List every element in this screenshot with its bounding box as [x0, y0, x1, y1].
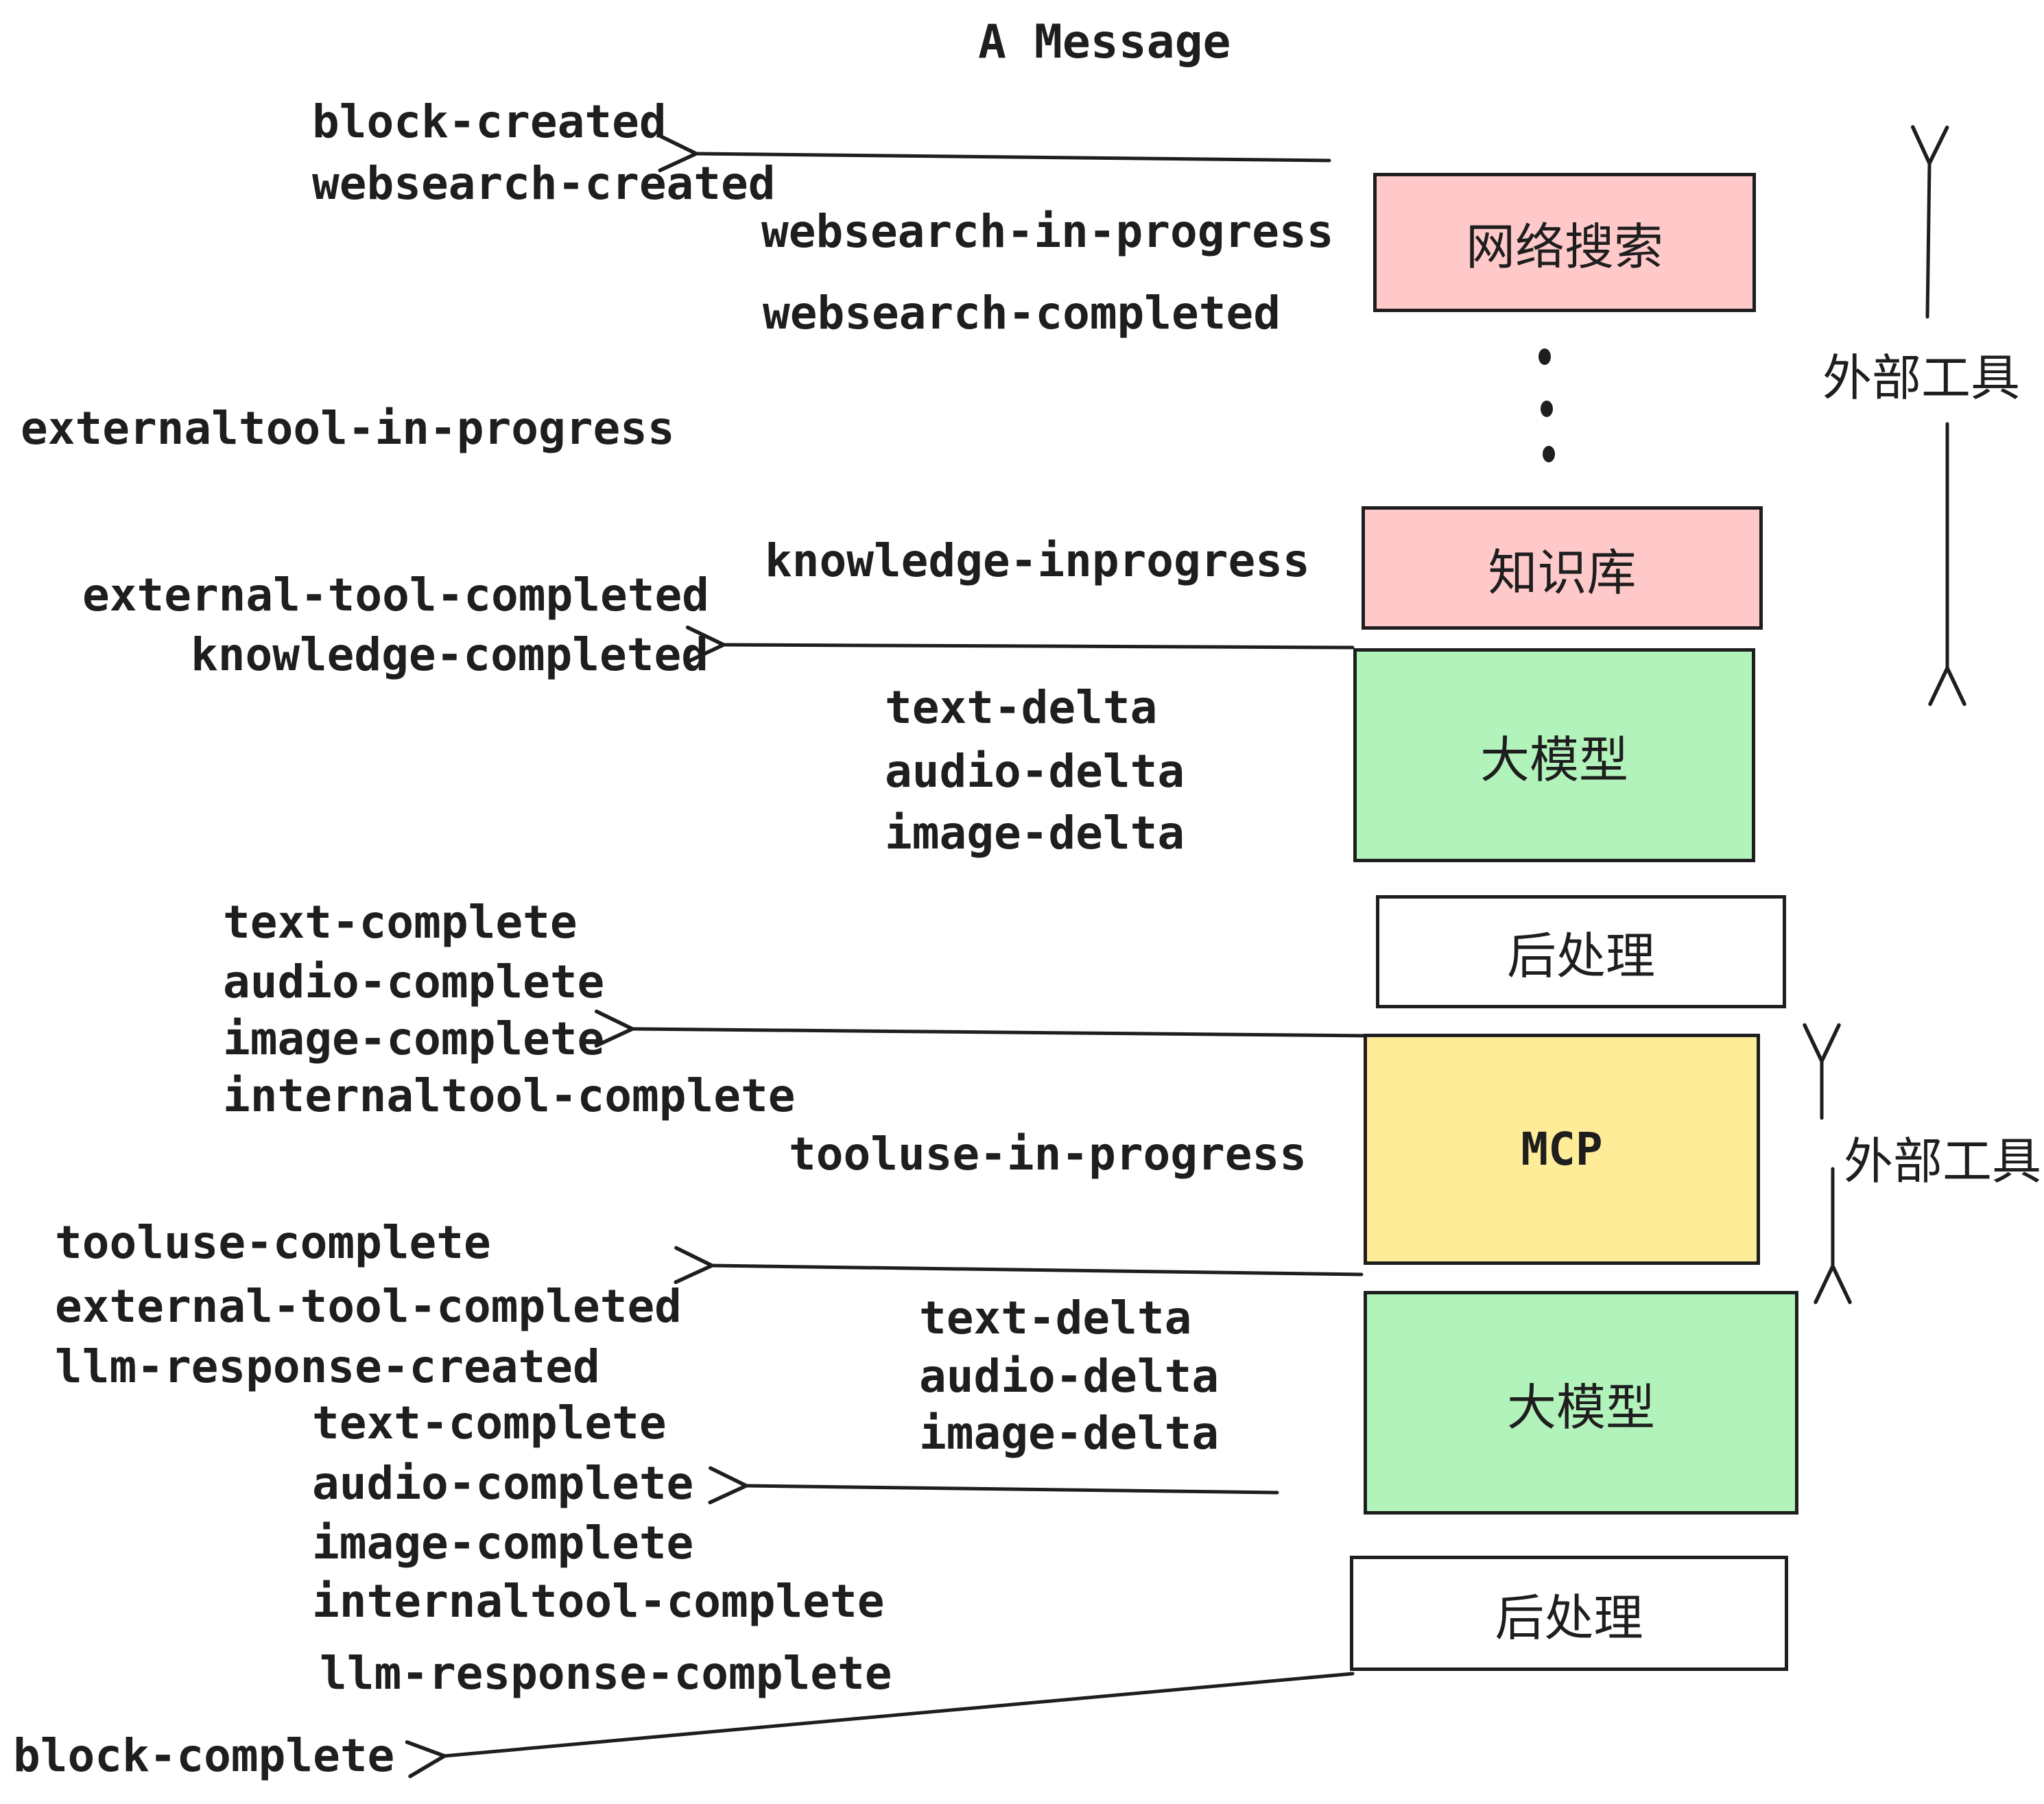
- box-postproc-1-label: 后处理: [1506, 929, 1655, 984]
- event-text-complete-2: text-complete: [312, 1397, 667, 1449]
- box-llm-1-label: 大模型: [1479, 733, 1628, 788]
- event-websearch-in-progress: websearch-in-progress: [761, 205, 1334, 258]
- event-llm-response-created: llm-response-created: [55, 1340, 600, 1393]
- event-websearch-completed: websearch-completed: [763, 287, 1281, 340]
- event-external-tool-completed: external-tool-completed: [82, 569, 709, 621]
- box-knowledge: 知识库: [1362, 506, 1763, 630]
- event-text-delta: text-delta: [885, 681, 1158, 734]
- up-arrow-external-tools-top: [1910, 125, 1949, 319]
- event-llm-response-complete: llm-response-complete: [320, 1647, 892, 1700]
- event-websearch-created: websearch-created: [312, 157, 776, 210]
- event-audio-complete-2: audio-complete: [312, 1457, 694, 1510]
- event-image-complete-2: image-complete: [312, 1517, 694, 1569]
- diagram-title: A Message: [978, 15, 1231, 69]
- box-mcp-label: MCP: [1521, 1123, 1603, 1176]
- box-postproc-2: 后处理: [1350, 1556, 1788, 1671]
- box-llm-1: 大模型: [1353, 648, 1755, 862]
- box-websearch-label: 网络搜索: [1465, 220, 1663, 275]
- box-knowledge-label: 知识库: [1488, 545, 1637, 601]
- box-llm-2-label: 大模型: [1506, 1380, 1655, 1436]
- vertical-ellipsis-dots: [1538, 348, 1555, 462]
- event-text-complete: text-complete: [223, 896, 578, 949]
- event-block-complete: block-complete: [13, 1729, 395, 1782]
- left-arrow-knowledge-completed: [685, 626, 1355, 664]
- side-label-external-tools-bottom: 外部工具: [1844, 1135, 2042, 1189]
- box-postproc-2-label: 后处理: [1495, 1591, 1643, 1646]
- event-audio-delta-2: audio-delta: [919, 1350, 1220, 1403]
- event-block-created: block-created: [312, 95, 667, 148]
- side-label-external-tools-top: 外部工具: [1822, 351, 2021, 406]
- event-audio-complete: audio-complete: [223, 956, 605, 1008]
- event-knowledge-inprogress: knowledge-inprogress: [765, 534, 1310, 587]
- left-arrow-block-created: [658, 134, 1331, 173]
- event-internaltool-complete: internaltool-complete: [223, 1069, 796, 1122]
- event-knowledge-completed: knowledge-completed: [191, 628, 709, 681]
- event-audio-delta: audio-delta: [885, 745, 1185, 798]
- event-internaltool-complete-2: internaltool-complete: [312, 1575, 885, 1628]
- event-externaltool-in-progress: externaltool-in-progress: [21, 402, 675, 455]
- left-arrow-image-complete: [594, 1009, 1370, 1048]
- event-image-delta: image-delta: [885, 807, 1185, 859]
- event-text-delta-2: text-delta: [919, 1292, 1192, 1344]
- event-image-delta-2: image-delta: [919, 1407, 1220, 1460]
- box-websearch: 网络搜索: [1373, 173, 1756, 312]
- event-tooluse-complete: tooluse-complete: [55, 1216, 491, 1269]
- box-postproc-1: 后处理: [1376, 895, 1786, 1008]
- left-arrow-audio-complete: [708, 1466, 1279, 1505]
- left-arrow-tooluse-complete: [674, 1246, 1364, 1285]
- event-tooluse-in-progress: tooluse-in-progress: [789, 1128, 1307, 1180]
- box-mcp: MCP: [1364, 1034, 1760, 1265]
- box-llm-2: 大模型: [1364, 1291, 1798, 1515]
- event-external-tool-completed-2: external-tool-completed: [55, 1280, 682, 1333]
- event-image-complete: image-complete: [223, 1012, 605, 1065]
